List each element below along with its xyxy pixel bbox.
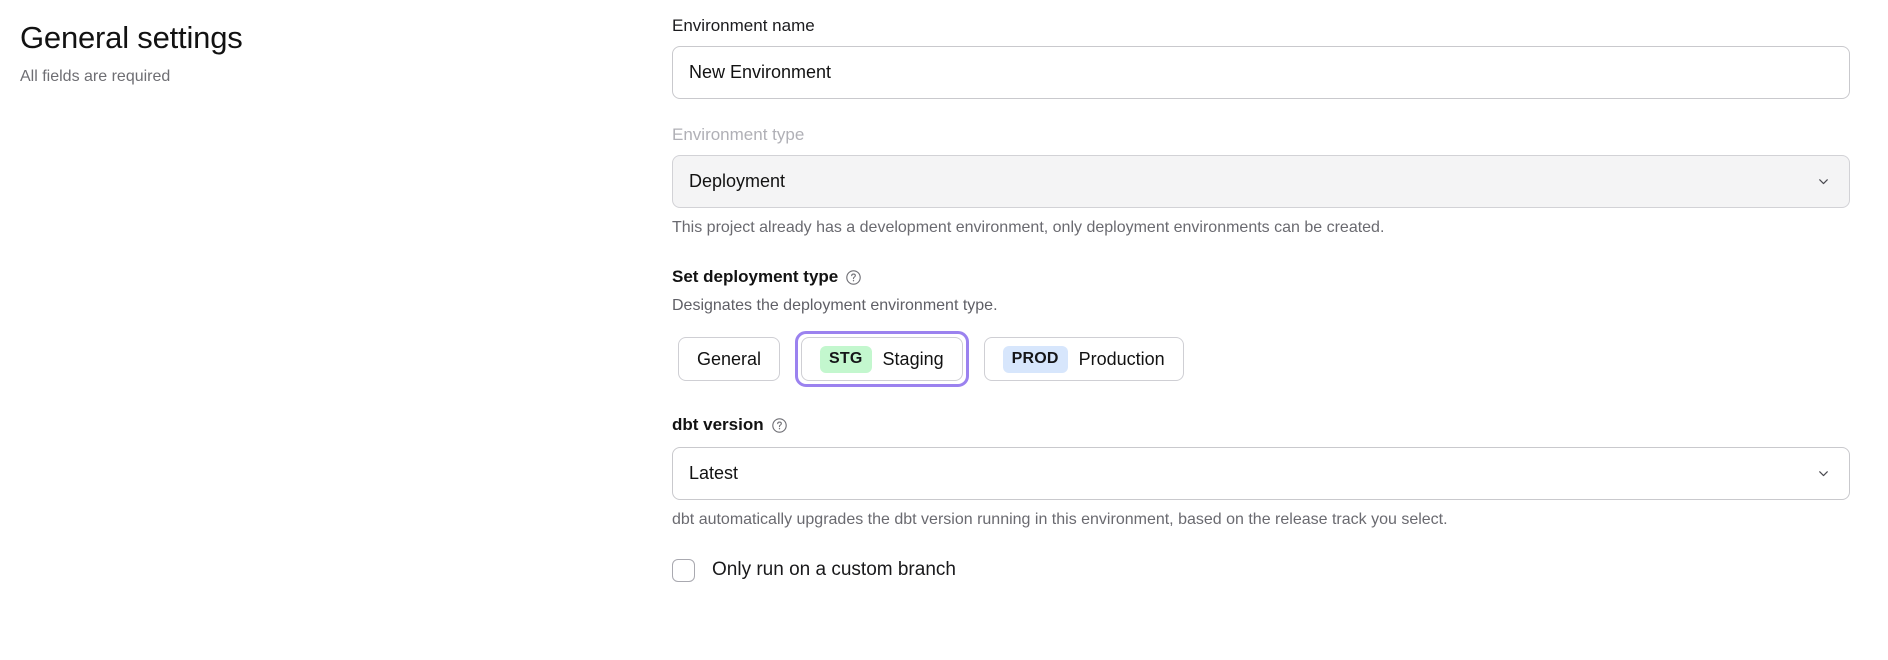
- question-circle-icon[interactable]: [845, 269, 862, 286]
- settings-form: Environment name New Environment Environ…: [672, 14, 1850, 583]
- deployment-type-label: Set deployment type: [672, 267, 839, 286]
- environment-name-input[interactable]: New Environment: [672, 46, 1850, 99]
- environment-type-select[interactable]: Deployment: [672, 155, 1850, 208]
- field-environment-name: Environment name New Environment: [672, 14, 1850, 99]
- dbt-version-helper: dbt automatically upgrades the dbt versi…: [672, 511, 1448, 528]
- question-circle-icon[interactable]: [771, 417, 788, 434]
- environment-type-label: Environment type: [672, 125, 805, 144]
- deployment-option-production-label: Production: [1078, 348, 1165, 369]
- dbt-version-label: dbt version: [672, 415, 764, 434]
- deployment-option-general[interactable]: General: [678, 337, 781, 381]
- field-deployment-type: Set deployment type Designates the deplo…: [672, 265, 1850, 387]
- deployment-option-staging-label: Staging: [882, 348, 944, 369]
- custom-branch-checkbox[interactable]: [672, 558, 695, 582]
- deployment-option-production-wrap: PROD Production: [978, 331, 1190, 387]
- dbt-version-select[interactable]: Latest: [672, 447, 1850, 500]
- field-dbt-version: dbt version Latest dbt automatica: [672, 413, 1850, 531]
- dbt-version-value: Latest: [689, 463, 739, 483]
- field-custom-branch: Only run on a custom branch: [672, 557, 1850, 583]
- field-environment-type: Environment type Deployment This project…: [672, 123, 1850, 239]
- chevron-down-icon: [1816, 174, 1831, 189]
- deployment-option-staging[interactable]: STG Staging: [801, 337, 963, 381]
- deployment-option-production[interactable]: PROD Production: [983, 337, 1184, 381]
- page-title: General settings: [20, 20, 243, 55]
- chevron-down-icon: [1816, 466, 1831, 481]
- deployment-type-options: General STG Staging PROD Production: [672, 331, 1850, 387]
- staging-badge: STG: [820, 345, 872, 373]
- custom-branch-label[interactable]: Only run on a custom branch: [712, 559, 956, 580]
- production-badge: PROD: [1002, 345, 1068, 373]
- environment-type-value: Deployment: [689, 171, 786, 191]
- page-subtitle: All fields are required: [20, 68, 171, 85]
- deployment-type-description: Designates the deployment environment ty…: [672, 297, 998, 314]
- deployment-option-staging-wrap: STG Staging: [795, 331, 969, 387]
- deployment-option-general-wrap: General: [672, 331, 786, 387]
- deployment-option-general-label: General: [697, 348, 762, 369]
- settings-header: General settings All fields are required: [20, 18, 620, 88]
- environment-name-label: Environment name: [672, 16, 815, 35]
- environment-type-helper: This project already has a development e…: [672, 219, 1385, 236]
